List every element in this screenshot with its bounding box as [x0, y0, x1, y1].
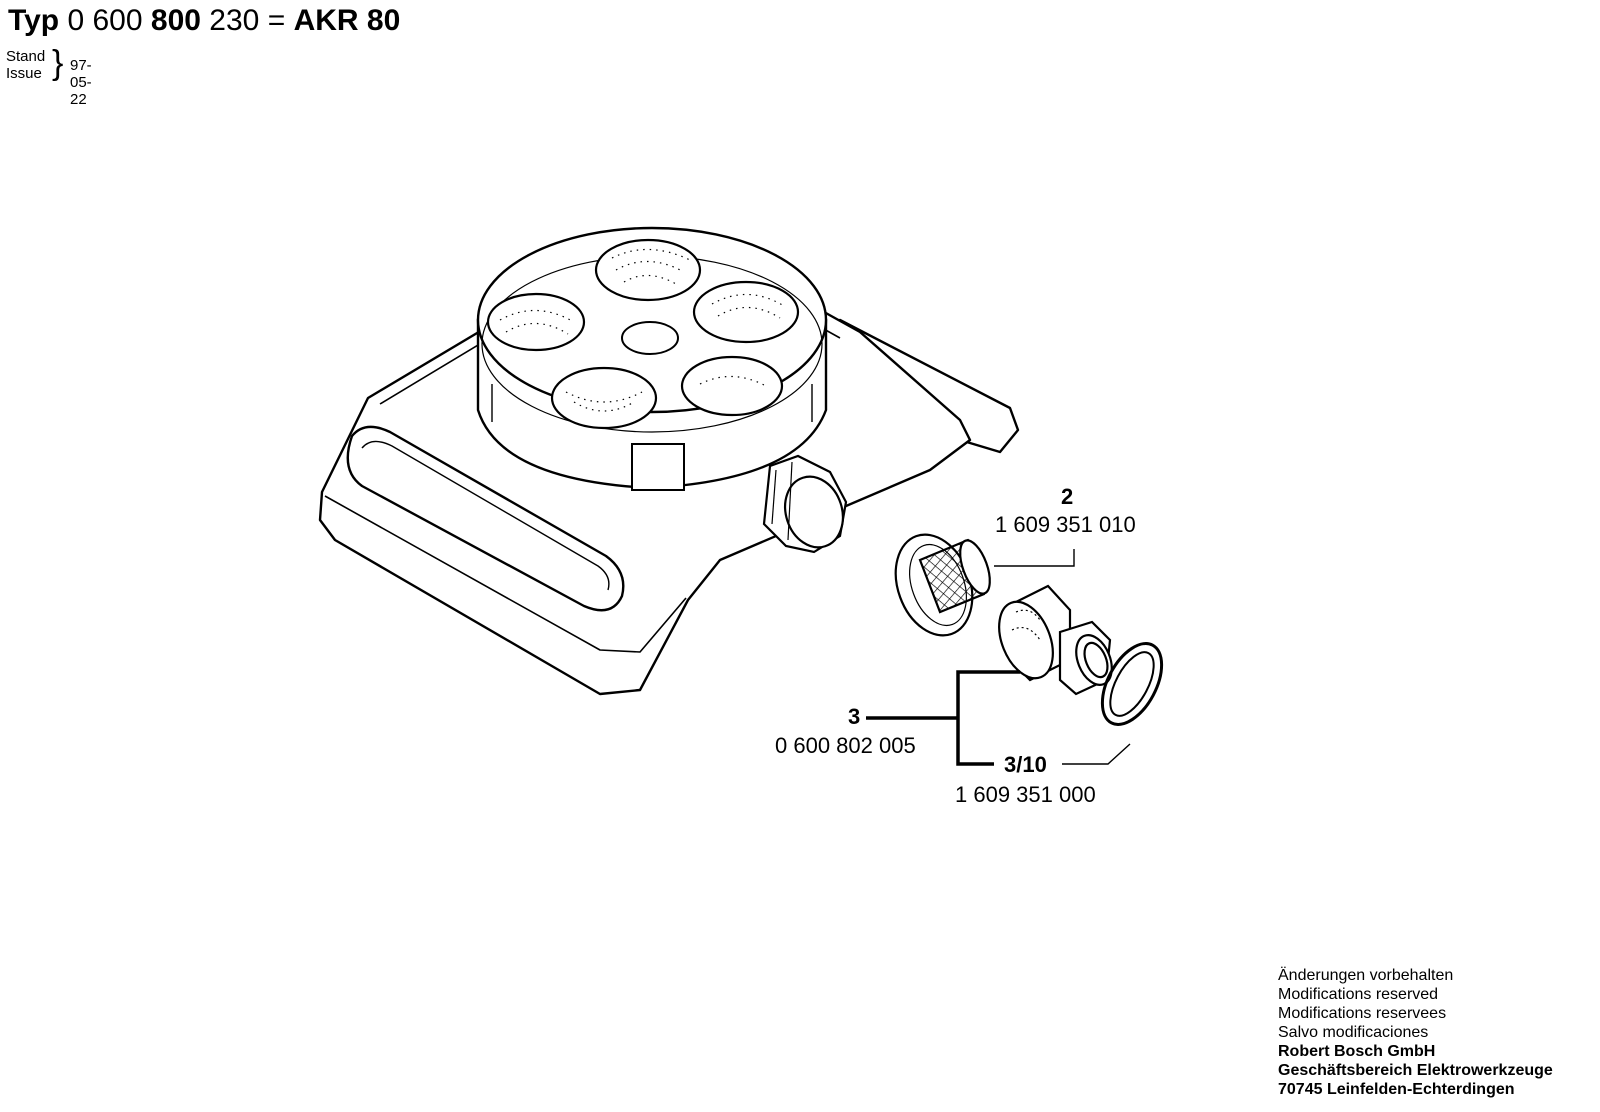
brace-glyph: } — [52, 44, 64, 82]
filter-part-2 — [894, 533, 991, 637]
issue-label: Issue — [6, 65, 42, 82]
nozzle-dome-bottom-left — [550, 366, 658, 430]
type-number-part-2: 600 — [92, 4, 143, 37]
footer-line-en: Modifications reserved — [1278, 986, 1439, 1003]
footer-line-de: Änderungen vorbehalten — [1278, 967, 1454, 984]
nozzle-dome-right — [692, 280, 800, 344]
nozzle-domes — [486, 238, 800, 430]
footer-line-fr: Modifications reservees — [1278, 1005, 1447, 1022]
part-3-10-number: 1 609 351 000 — [955, 782, 1096, 807]
model-name: AKR 80 — [293, 4, 401, 37]
type-number-part-4: 230 — [209, 4, 260, 37]
leader-line-part-2 — [994, 549, 1075, 567]
issue-block: Stand Issue } 97-05-22 — [6, 46, 92, 108]
nozzle-dome-left — [486, 292, 586, 352]
leader-lines — [866, 549, 1131, 766]
hose-connector-part-3 — [998, 584, 1113, 696]
footer-company: Robert Bosch GmbH — [1278, 1043, 1436, 1060]
leader-line-part-3-10 — [1062, 743, 1131, 765]
part-2-position: 2 — [1061, 484, 1074, 509]
nozzle-dome-top — [594, 238, 702, 302]
issue-date: 97-05-22 — [70, 57, 92, 108]
footer-address: 70745 Leinfelden-Echterdingen — [1278, 1081, 1515, 1098]
typ-label: Typ — [8, 4, 60, 37]
o-ring-part-3-10 — [1100, 642, 1164, 726]
stand-label: Stand — [6, 48, 46, 65]
connector-nut — [762, 454, 848, 554]
part-3-10-position: 3/10 — [1004, 752, 1047, 777]
part-3-number: 0 600 802 005 — [775, 733, 916, 758]
part-2-number: 1 609 351 010 — [995, 512, 1136, 537]
page-title: Typ 0 600 800 230 = AKR 80 — [8, 4, 400, 38]
leader-line-part-3 — [956, 670, 1020, 766]
type-number-part-1: 0 — [67, 4, 85, 37]
equals-sign: = — [267, 4, 286, 37]
footer-notice: Änderungen vorbehalten Modifications res… — [1278, 966, 1553, 1099]
footer-division: Geschäftsbereich Elektrowerkzeuge — [1278, 1062, 1553, 1079]
type-number-part-3: 800 — [150, 4, 201, 37]
footer-line-es: Salvo modificaciones — [1278, 1024, 1429, 1041]
part-3-position: 3 — [848, 704, 861, 729]
nozzle-dome-bottom-right — [680, 355, 784, 417]
